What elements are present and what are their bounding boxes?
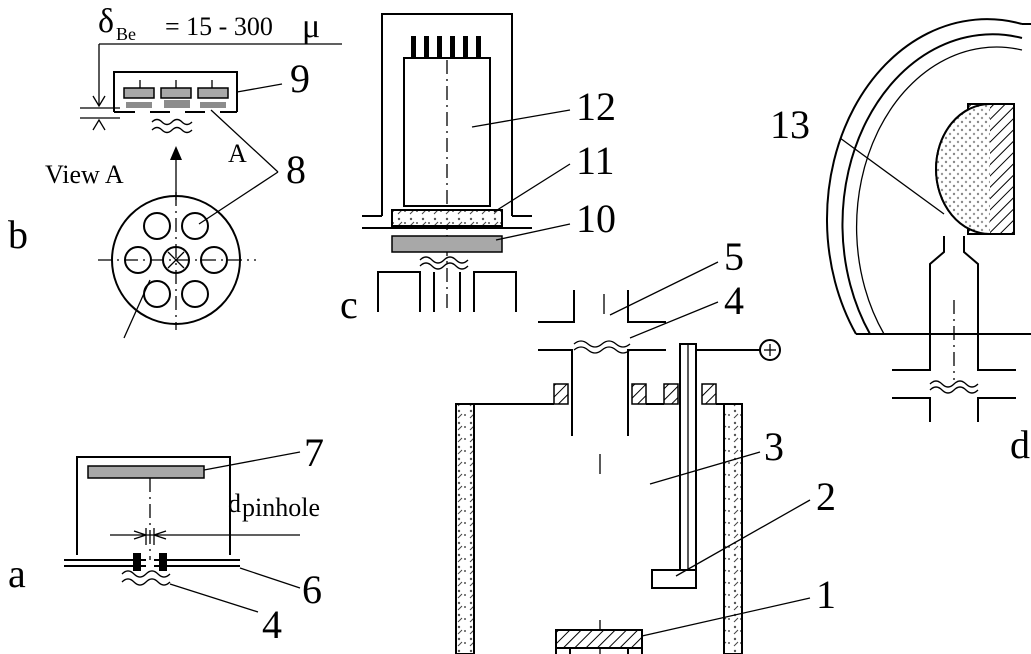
panel-label-b: b xyxy=(8,212,28,257)
view-a-label: View A xyxy=(45,160,124,189)
mu-symbol: μ xyxy=(302,8,320,45)
pin-array xyxy=(411,36,481,58)
label-4-main: 4 xyxy=(724,278,744,323)
label-5: 5 xyxy=(724,234,744,279)
label-11: 11 xyxy=(576,138,615,183)
label-2: 2 xyxy=(816,474,836,519)
panel-label-a: a xyxy=(8,551,26,596)
main-chamber: 5 4 3 2 1 xyxy=(455,234,836,654)
panel-label-d: d xyxy=(1010,422,1030,467)
label-3: 3 xyxy=(764,424,784,469)
delta-subscript: Be xyxy=(116,24,136,44)
label-13: 13 xyxy=(770,102,810,147)
panel-c-detector: 12 11 10 c xyxy=(340,13,616,327)
label-7: 7 xyxy=(304,430,324,475)
view-a-letter: A xyxy=(228,139,247,168)
panel-d-dome: 13 d xyxy=(770,18,1031,467)
label-12: 12 xyxy=(576,84,616,129)
panel-label-c: c xyxy=(340,282,358,327)
d-sub: pinhole xyxy=(242,493,320,522)
panel-b-detector: δ Be = 15 - 300 μ View A A 9 xyxy=(8,3,342,339)
label-6: 6 xyxy=(302,567,322,612)
label-4-a: 4 xyxy=(262,602,282,647)
label-10: 10 xyxy=(576,196,616,241)
delta-symbol: δ xyxy=(98,3,114,40)
label-9: 9 xyxy=(290,56,310,101)
panel-a-pinhole: 7 d pinhole 6 4 a xyxy=(8,430,324,647)
delta-value: = 15 - 300 xyxy=(165,12,273,41)
label-8: 8 xyxy=(286,147,306,192)
label-1: 1 xyxy=(816,572,836,617)
d-main: d xyxy=(228,489,241,518)
